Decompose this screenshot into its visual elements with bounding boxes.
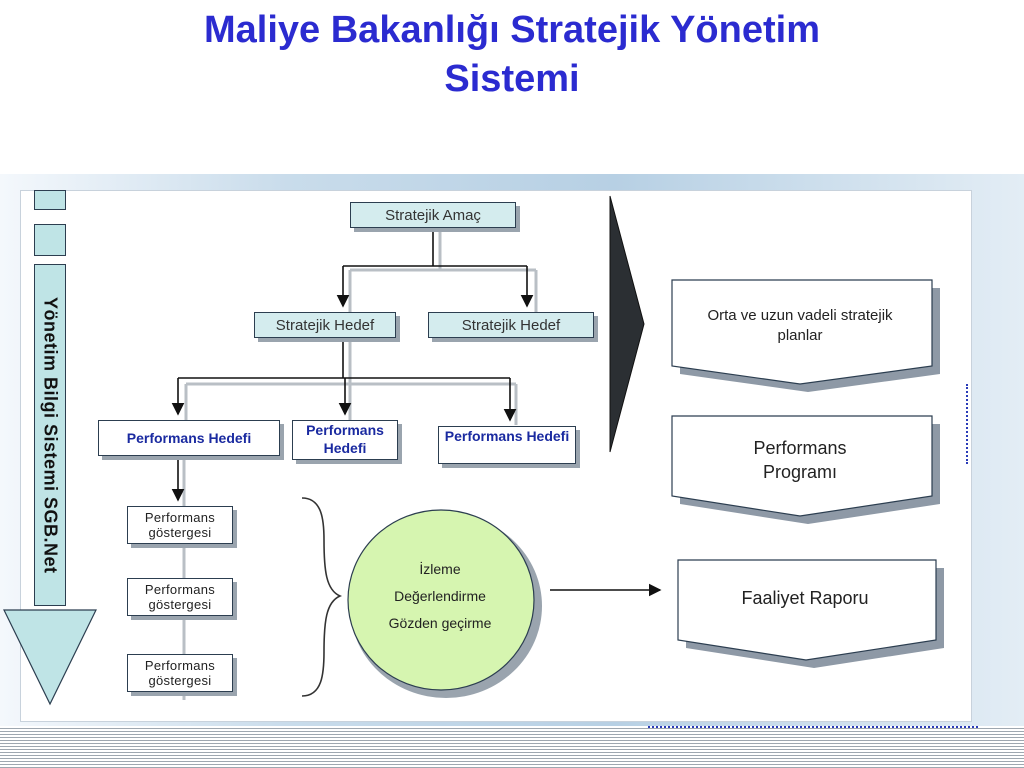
cycle-line-review: Gözden geçirme — [388, 615, 492, 631]
strategic-target-label: Stratejik Hedef — [275, 316, 375, 334]
performance-indicator-label: Performans göstergesi — [144, 510, 216, 540]
performance-target-label: Performans Hedefi — [126, 430, 252, 446]
big-chevron-icon — [609, 195, 645, 453]
performance-target-box: Performans Hedefi — [292, 420, 398, 460]
review-cycle-text: İzleme Değerlendirme Gözden geçirme — [350, 556, 530, 637]
strategic-plans-label: Orta ve uzun vadeli stratejik planlar — [707, 307, 893, 344]
performance-target-label: Performans Hedefi — [444, 428, 570, 444]
review-circle — [347, 509, 535, 691]
connector-lines — [171, 228, 662, 597]
performance-indicator-box: Performans göstergesi — [127, 654, 233, 692]
performance-target-box: Performans Hedefi — [98, 420, 280, 456]
dotted-rule-vertical — [966, 384, 968, 464]
sidebar-label-wrap: Yönetim Bilgi Sistemi SGB.Net — [34, 264, 66, 606]
activity-report-label: Faaliyet Raporu — [741, 588, 869, 608]
sidebar-square-small — [34, 190, 66, 210]
strategic-goal-box: Stratejik Amaç — [350, 202, 516, 228]
strategic-goal-label: Stratejik Amaç — [385, 206, 481, 224]
performance-indicator-label: Performans göstergesi — [144, 582, 216, 612]
strategic-target-box: Stratejik Hedef — [254, 312, 396, 338]
performance-target-label: Performans Hedefi — [306, 422, 384, 456]
footer-stripes — [0, 726, 1024, 768]
dotted-rule — [648, 726, 978, 728]
performance-indicator-box: Performans göstergesi — [127, 578, 233, 616]
output-shapes — [671, 279, 944, 668]
sidebar-square-large — [34, 224, 66, 256]
performance-program-label: Performans Programı — [753, 438, 847, 482]
down-arrow-icon — [3, 609, 97, 706]
sidebar-bar — [34, 264, 66, 606]
sidebar-label: Yönetim Bilgi Sistemi SGB.Net — [40, 296, 61, 574]
strategic-target-box: Stratejik Hedef — [428, 312, 594, 338]
title-line-2: Sistemi — [444, 58, 580, 100]
performance-indicator-box: Performans göstergesi — [127, 506, 233, 544]
title-line-1: Maliye Bakanlığı Stratejik Yönetim — [204, 9, 820, 51]
page-title: Maliye Bakanlığı Stratejik Yönetim Siste… — [0, 6, 1024, 104]
performance-indicator-label: Performans göstergesi — [144, 658, 216, 688]
strategic-target-label: Stratejik Hedef — [461, 316, 561, 334]
curly-brace-icon — [301, 497, 343, 697]
cycle-line-evaluation: Değerlendirme — [394, 588, 486, 604]
performance-target-box: Performans Hedefi — [438, 426, 576, 464]
cycle-line-monitoring: İzleme — [419, 561, 461, 577]
